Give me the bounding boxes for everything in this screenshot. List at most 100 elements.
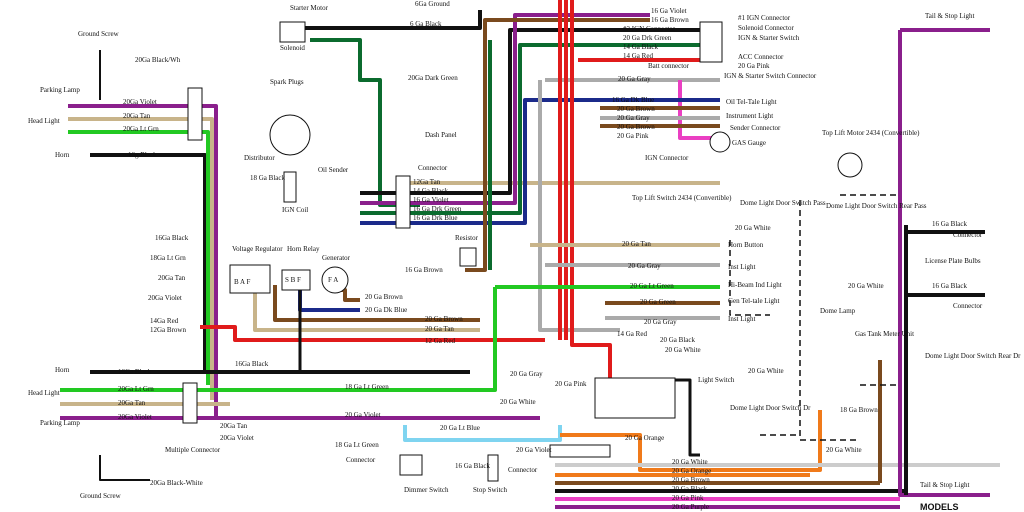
label-top-lift-switch: Top Lift Switch 2434 (Convertible) — [632, 194, 732, 202]
labels: Ground Screw 20Ga Black/Wh Parking Lamp … — [28, 0, 1021, 512]
bottom-connector-bar — [549, 444, 611, 458]
light-switch-box — [594, 377, 676, 419]
label-head-light-top: Head Light — [28, 117, 60, 125]
label-top-lift-motor: Top Lift Motor 2434 (Convertible) — [822, 129, 920, 137]
label-18ga-black: 18 Ga Black — [250, 174, 285, 182]
label-dome-rear-dr: Dome Light Door Switch Rear Dr — [925, 352, 1021, 360]
label-tan-20-left: 20Ga Tan — [158, 274, 186, 282]
label-tail-stop-bot: Tail & Stop Light — [920, 481, 970, 489]
label-parking-lamp-top: Parking Lamp — [40, 86, 80, 94]
label-white-20-ls: 20 Ga White — [665, 346, 701, 354]
label-purple-20-b: 20 Ga Purple — [672, 503, 709, 511]
wire-violet-vert — [200, 104, 218, 416]
label-instrument-light: Instrument Light — [726, 112, 773, 120]
label-horn-button: Horn Button — [728, 241, 764, 249]
wire-violet-tail-v — [898, 30, 990, 497]
ign-switch-box — [699, 21, 723, 63]
label-dome-rear-pass: Dome Light Door Switch Rear Pass — [826, 202, 927, 210]
label-ign-2: #2 IGN Connector — [623, 25, 676, 33]
label-starter-motor: Starter Motor — [290, 4, 329, 12]
label-oil-telltale: Oil Tel-Tale Light — [726, 98, 777, 106]
label-black-16-stop: 16 Ga Black — [455, 462, 490, 470]
label-black-20-ls: 20 Ga Black — [660, 336, 695, 344]
label-pink-20: 20 Ga Pink — [555, 380, 587, 388]
label-gray-20-top: 20 Ga Gray — [618, 75, 651, 83]
label-tail-stop-top: Tail & Stop Light — [925, 12, 975, 20]
label-black-white-bot: 20Ga Black-White — [150, 479, 203, 487]
label-parking-lamp-bot: Parking Lamp — [40, 419, 80, 427]
label-dkgreen-20-top: 20 Ga Drk Green — [623, 34, 672, 42]
label-connector-r2: Connector — [953, 302, 983, 310]
wire-tan-20b — [253, 280, 480, 332]
label-dkblue-16-r: 16 Ga Dk Blue — [612, 96, 654, 104]
wires — [60, 0, 1000, 509]
label-ground-screw-bot: Ground Screw — [80, 492, 122, 500]
label-hibeam: Hi-Beam Ind Light — [728, 281, 782, 289]
label-violet-16: 16 Ga Violet — [413, 196, 449, 204]
label-brown-20-b: 20 Ga Brown — [672, 476, 710, 484]
label-orange-20-b: 20 Ga Orange — [672, 467, 711, 475]
wire-orange — [560, 410, 822, 472]
label-ign-1: #1 IGN Connector — [738, 14, 791, 22]
label-black-wh-top: 20Ga Black/Wh — [135, 56, 181, 64]
voltage-regulator-box — [229, 264, 271, 294]
left-junction-top — [187, 87, 203, 141]
label-gen-telltale: Gen Tel-tale Light — [728, 297, 780, 305]
label-gas-tank: Gas Tank Meter Unit — [855, 330, 914, 338]
label-violet-20-mid: 20 Ga Violet — [345, 411, 381, 419]
label-ign-coil: IGN Coil — [282, 206, 308, 214]
label-black-16-mid: 16Ga Black — [235, 360, 269, 368]
label-multiple-connector: Multiple Connector — [165, 446, 221, 454]
label-brown-18: 18 Ga Brown — [840, 406, 878, 414]
label-dkblue-20: 20 Ga Dk Blue — [365, 306, 407, 314]
label-pink-20-top: 20 Ga Pink — [738, 62, 770, 70]
label-resistor: Resistor — [455, 234, 479, 242]
label-black-16-r2: 16 Ga Black — [932, 282, 967, 290]
wire-brown-20b — [273, 285, 480, 322]
label-connector-stop: Connector — [508, 466, 538, 474]
label-white-20-bot: 20 Ga White — [826, 446, 862, 454]
top-lift-motor — [837, 152, 863, 178]
label-ltgrn-20-bot: 20Ga Lt Grn — [118, 385, 154, 393]
label-black-20-b: 20 Ga Black — [672, 485, 707, 493]
solenoid-box — [279, 21, 306, 43]
label-ltgrn-18-left: 18Ga Lt Grn — [150, 254, 186, 262]
components — [182, 21, 863, 482]
label-dash-panel: Dash Panel — [425, 131, 457, 139]
label-ltblue-20: 20 Ga Lt Blue — [440, 424, 480, 432]
label-violet-20: 20Ga Violet — [123, 98, 157, 106]
label-tan-20-mc: 20Ga Tan — [220, 422, 248, 430]
wire-black-6ga — [300, 10, 482, 30]
label-oil-sender: Oil Sender — [318, 166, 349, 174]
label-spark-plugs: Spark Plugs — [270, 78, 304, 86]
wire-ground-bot — [99, 455, 150, 481]
label-horn-relay: Horn Relay — [287, 245, 320, 253]
label-brown-16-top: 16 Ga Brown — [651, 16, 689, 24]
label-black-14: 14 Ga Black — [413, 187, 448, 195]
wire-red-vert-3 — [570, 0, 600, 347]
wire-dome-dash-2 — [729, 240, 770, 316]
dash-connector — [395, 175, 411, 229]
label-tan-20b: 20 Ga Tan — [425, 325, 454, 333]
label-red-14-ls: 14 Ga Red — [617, 330, 647, 338]
label-brown-20-r2: 20 Ga Brown — [617, 123, 655, 131]
label-violet-16-top: 16 Ga Violet — [651, 7, 687, 15]
label-6ga-ground: 6Ga Ground — [415, 0, 450, 8]
label-connector-dimmer: Connector — [346, 456, 376, 464]
label-ign-starter-switch: IGN & Starter Switch — [738, 34, 800, 42]
label-light-switch: Light Switch — [698, 376, 735, 384]
label-orange-20: 20 Ga Orange — [625, 434, 664, 442]
generator-circle — [321, 266, 349, 294]
label-connector-dash: Connector — [418, 164, 448, 172]
label-tan-20: 20Ga Tan — [123, 112, 151, 120]
label-ltgreen-18-dimmer: 18 Ga Lt Green — [335, 441, 379, 449]
label-white-20-a: 20 Ga White — [500, 398, 536, 406]
wire-ltblue — [403, 425, 562, 442]
brand-models: MODELS — [920, 502, 959, 512]
label-tan-20-bot: 20Ga Tan — [118, 399, 146, 407]
label-tan-20-horn: 20 Ga Tan — [622, 240, 651, 248]
left-multiple-connector — [182, 382, 198, 424]
label-brown-20b: 20 Ga Brown — [425, 315, 463, 323]
label-white-20-mid: 20 Ga White — [748, 367, 784, 375]
label-ltgreen-18-mid: 18 Ga Lt Green — [345, 383, 389, 391]
